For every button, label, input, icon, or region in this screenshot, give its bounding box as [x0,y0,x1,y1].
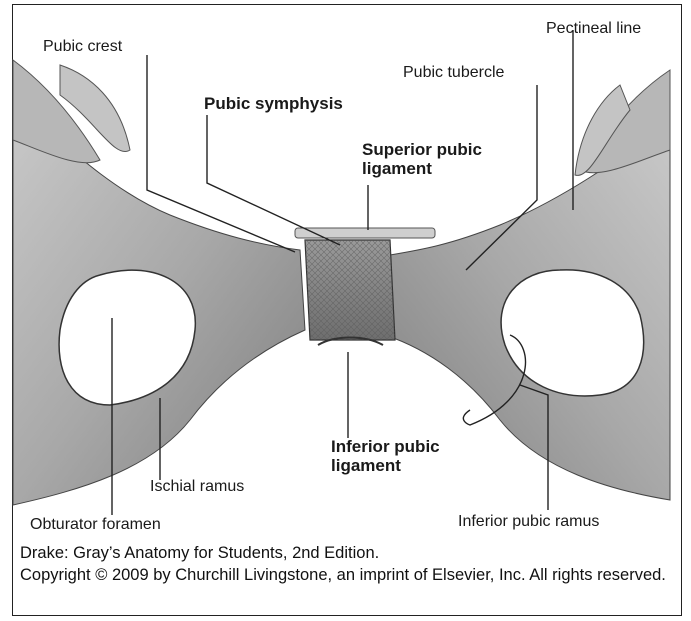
label-pubic-symphysis: Pubic symphysis [204,95,343,113]
label-ischial-ramus: Ischial ramus [150,478,244,496]
pubic-symphysis-disc [305,240,395,340]
left-hip-bone [13,60,305,505]
label-superior-pubic-ligament-line2: ligament [362,160,432,178]
label-obturator-foramen: Obturator foramen [30,516,161,534]
label-inferior-pubic-ligament-line1: Inferior pubic [331,438,440,456]
label-inferior-pubic-ramus: Inferior pubic ramus [458,513,599,531]
label-pubic-tubercle: Pubic tubercle [403,64,504,82]
label-pubic-crest: Pubic crest [43,38,122,56]
figure-caption: Drake: Gray’s Anatomy for Students, 2nd … [20,542,670,586]
label-inferior-pubic-ligament-line2: ligament [331,457,401,475]
label-pectineal-line: Pectineal line [546,20,641,38]
caption-line-copyright: Copyright © 2009 by Churchill Livingston… [20,564,670,586]
right-hip-bone [385,70,670,500]
superior-pubic-ligament [295,228,435,238]
caption-line-source: Drake: Gray’s Anatomy for Students, 2nd … [20,542,670,564]
label-superior-pubic-ligament-line1: Superior pubic [362,141,482,159]
